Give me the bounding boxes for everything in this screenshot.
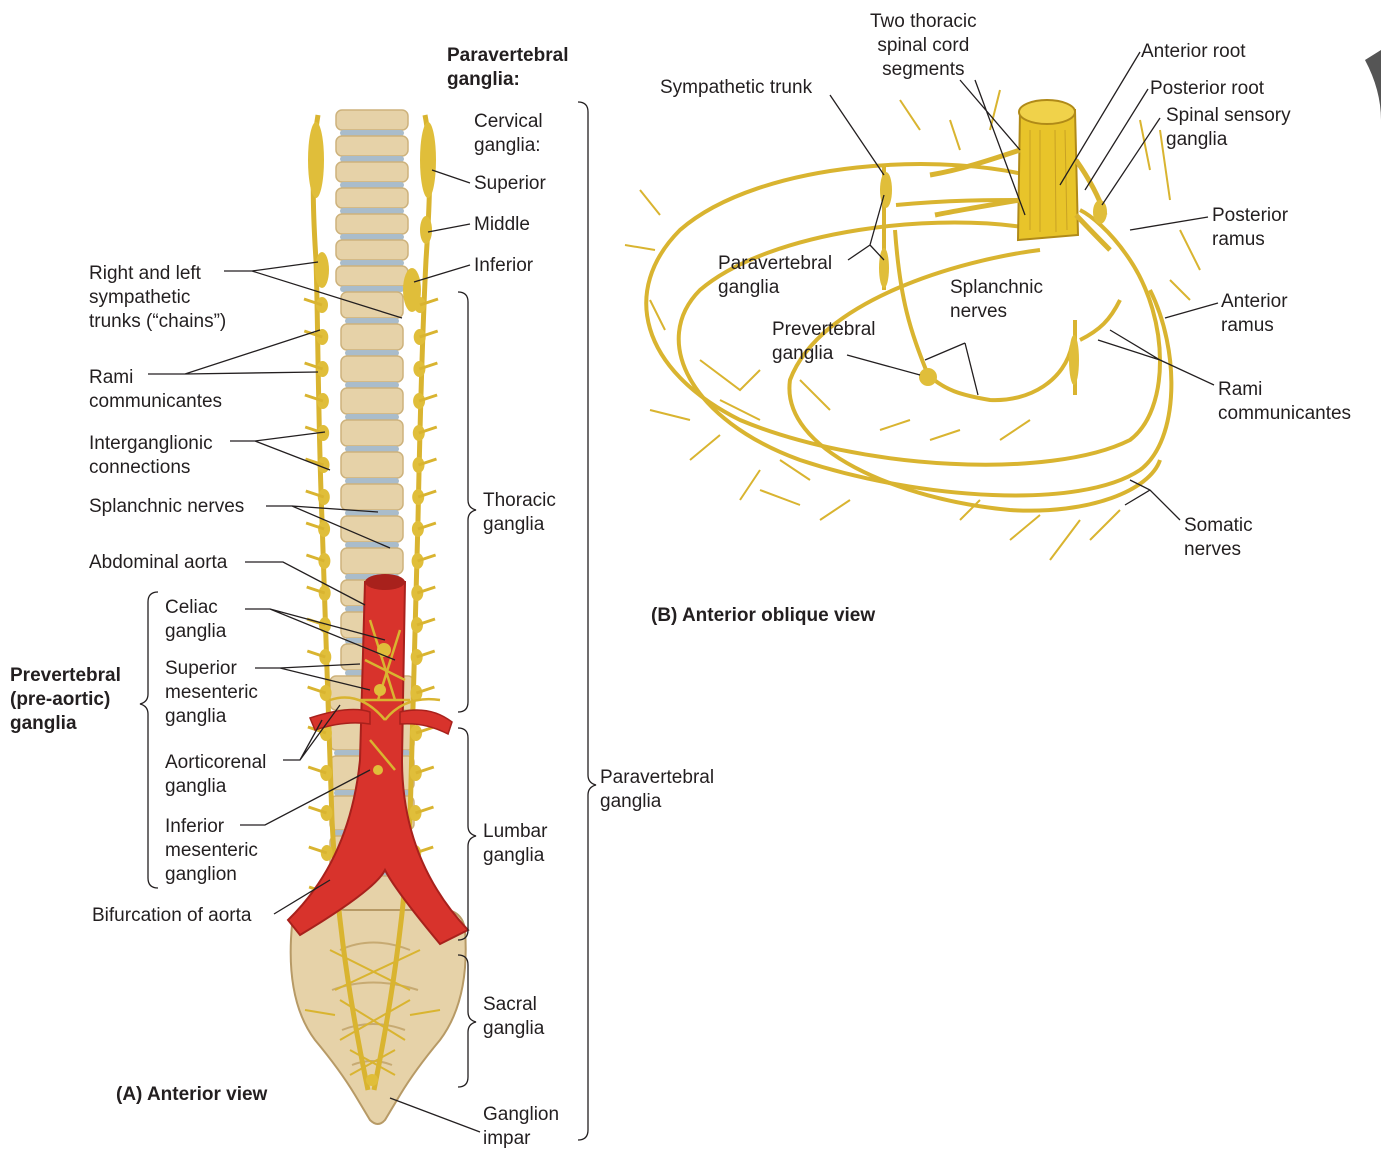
superior-cervical-ganglion-right [308, 122, 324, 198]
vertebra [336, 162, 408, 182]
intervertebral-disc [345, 382, 399, 388]
spinal-cord-segments [930, 100, 1110, 250]
lumbar-ganglia-label: Lumbar ganglia [483, 820, 547, 868]
rami-communicantes-b-label: Rami communicantes [1218, 378, 1351, 426]
sympathetic-trunks-label: Right and left sympathetic trunks (“chai… [89, 262, 226, 334]
paravertebral-ganglia-label: Paravertebral ganglia [600, 766, 714, 814]
rami-communicantes-label: Rami communicantes [89, 366, 222, 414]
intervertebral-disc [345, 414, 399, 420]
intervertebral-disc [345, 446, 399, 452]
vertebra [336, 188, 408, 208]
panel-b-caption: (B) Anterior oblique view [651, 604, 875, 628]
vertebra [341, 516, 403, 542]
posterior-ramus-label: Posterior ramus [1212, 204, 1288, 252]
vertebra [336, 214, 408, 234]
vertebra [341, 548, 403, 574]
middle-label: Middle [474, 213, 530, 237]
abdominal-aorta-label: Abdominal aorta [89, 551, 227, 575]
cord-segments-label: Two thoracic spinal cord segments [870, 10, 977, 82]
posterior-root-label: Posterior root [1150, 77, 1264, 101]
superior-label: Superior [474, 172, 546, 196]
vertebra [336, 240, 408, 260]
vertebra [336, 136, 408, 156]
vertebra [341, 292, 403, 318]
ganglion-impar-node [366, 1074, 378, 1086]
cervical-ganglion-right [315, 252, 329, 288]
inferior-mesenteric-ganglion [373, 765, 383, 775]
vertebra [341, 324, 403, 350]
vertebra [336, 110, 408, 130]
vertebra [341, 452, 403, 478]
paravertebral-heading: Paravertebral ganglia: [447, 44, 568, 92]
sympathetic-trunk-label: Sympathetic trunk [660, 76, 812, 100]
cervical-ganglia-label: Cervical ganglia: [474, 110, 543, 158]
intervertebral-disc [340, 182, 404, 188]
intervertebral-disc [340, 286, 404, 292]
vertebra [341, 420, 403, 446]
splanchnic-nerves-b-label: Splanchnic nerves [950, 276, 1043, 324]
inferior-mesenteric-label: Inferior mesenteric ganglion [165, 815, 258, 887]
anterior-ramus-label: Anterior ramus [1221, 290, 1288, 338]
spinal-sensory-ganglion-node [1093, 200, 1107, 224]
celiac-ganglia-label: Celiac ganglia [165, 596, 226, 644]
vertebra [341, 484, 403, 510]
bifurcation-label: Bifurcation of aorta [92, 904, 251, 928]
paravertebral-ganglion-lower [879, 248, 889, 288]
thoracic-ganglia-label: Thoracic ganglia [483, 489, 556, 537]
prevertebral-ganglia-heading: Prevertebral (pre-aortic) ganglia [10, 664, 121, 736]
panel-a-caption: (A) Anterior view [116, 1083, 267, 1107]
sacral-ganglia-label: Sacral ganglia [483, 993, 544, 1041]
vertebra [341, 388, 403, 414]
prevertebral-ganglia-b-label: Prevertebral ganglia [772, 318, 876, 366]
intervertebral-disc [340, 156, 404, 162]
aorticorenal-label: Aorticorenal ganglia [165, 751, 266, 799]
spinal-sensory-ganglia-label: Spinal sensory ganglia [1166, 104, 1291, 152]
intervertebral-disc [345, 542, 399, 548]
vertebra [341, 356, 403, 382]
intervertebral-disc [340, 260, 404, 266]
vertebra [336, 266, 408, 286]
page-edge [1365, 50, 1381, 120]
somatic-nerves-label: Somatic nerves [1184, 514, 1253, 562]
splanchnic-nerves-label: Splanchnic nerves [89, 495, 244, 519]
ganglion-impar-label: Ganglion impar [483, 1103, 559, 1151]
aorta-cut-end [365, 574, 405, 590]
intervertebral-disc [340, 234, 404, 240]
paravertebral-ganglion-right [1069, 335, 1079, 385]
prevertebral-ganglion-node [919, 368, 937, 386]
superior-mesenteric-ganglion [374, 684, 386, 696]
inferior-label: Inferior [474, 254, 533, 278]
interganglionic-label: Interganglionic connections [89, 432, 213, 480]
intervertebral-disc [345, 350, 399, 356]
intervertebral-disc [345, 318, 399, 324]
anterior-root-label: Anterior root [1141, 40, 1246, 64]
intervertebral-disc [340, 130, 404, 136]
panel-b-nerves [646, 164, 1171, 511]
intervertebral-disc [340, 208, 404, 214]
intervertebral-disc [345, 478, 399, 484]
middle-cervical-ganglion [420, 216, 432, 244]
superior-cervical-ganglion-left [420, 122, 436, 198]
paravertebral-ganglia-b-label: Paravertebral ganglia [718, 252, 832, 300]
superior-mesenteric-label: Superior mesenteric ganglia [165, 657, 258, 729]
